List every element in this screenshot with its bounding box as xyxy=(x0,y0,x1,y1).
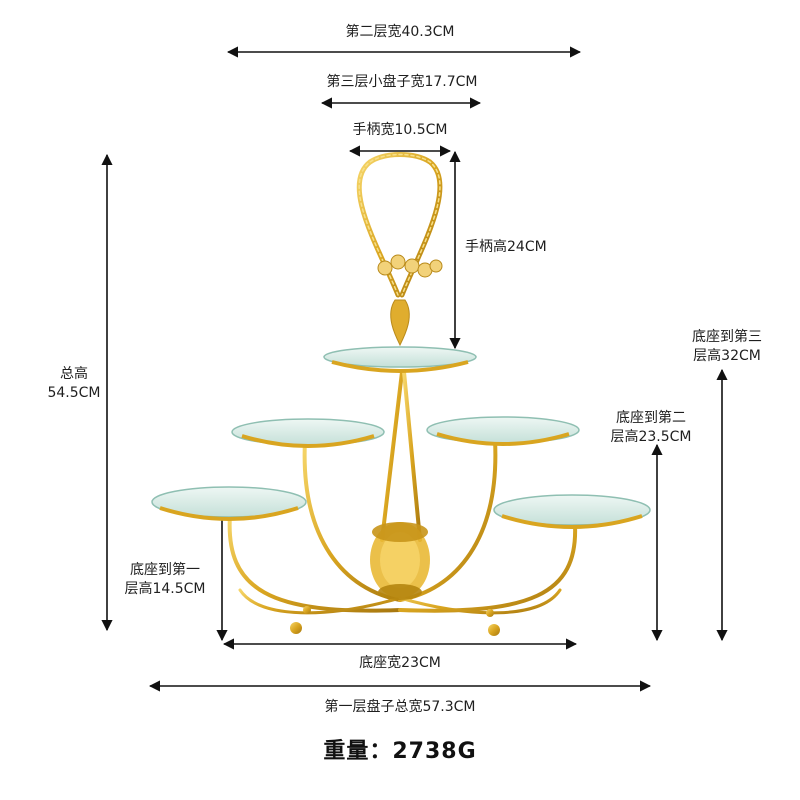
base-arc-left xyxy=(238,588,402,615)
arm-layer1-right xyxy=(398,523,578,613)
handle-width-label: 手柄宽10.5CM xyxy=(352,122,448,138)
central-ornament xyxy=(370,522,430,600)
foot-mid-left xyxy=(303,606,311,614)
base-to-layer2-label-line2: 层高23.5CM xyxy=(610,429,692,445)
layer2-width-label: 第二层宽40.3CM xyxy=(345,24,455,40)
foot-right xyxy=(488,624,500,636)
foot-left xyxy=(290,622,302,634)
plate-layer2-left xyxy=(231,418,385,448)
total-height-label-line2: 54.5CM xyxy=(47,385,101,401)
base-width-label: 底座宽23CM xyxy=(359,655,441,671)
layer1-total-width-label: 第一层盘子总宽57.3CM xyxy=(324,699,476,715)
base-arc-right xyxy=(398,588,562,615)
base-to-layer1-label-line1: 底座到第一 xyxy=(130,562,200,578)
plate-layer3 xyxy=(323,346,477,373)
layer3-plate-width-label: 第三层小盘子宽17.7CM xyxy=(326,74,478,90)
base-to-layer3-label: 底座到第三 层高32CM xyxy=(672,328,782,366)
base-to-layer2-label-line1: 底座到第二 xyxy=(616,410,686,426)
handle-loop-twist xyxy=(358,153,441,296)
foot-mid-right xyxy=(486,609,494,617)
dimension-arrows xyxy=(101,46,728,692)
feet xyxy=(290,606,500,636)
plate-layer1-right xyxy=(493,494,651,529)
arm-layer1-left xyxy=(227,513,402,613)
handle-height-label: 手柄高24CM xyxy=(465,239,547,255)
base-to-layer1-label-line2: 层高14.5CM xyxy=(124,581,206,597)
base-to-layer3-label-line1: 底座到第三 xyxy=(692,329,762,345)
base-to-layer1-label: 底座到第一 层高14.5CM xyxy=(110,561,220,599)
total-height-label: 总高 54.5CM xyxy=(40,365,108,403)
plate-layer2-right xyxy=(426,416,580,446)
base-to-layer2-label: 底座到第二 层高23.5CM xyxy=(596,409,706,447)
total-height-label-line1: 总高 xyxy=(60,366,88,382)
support-rod-left xyxy=(380,370,404,542)
flower-ornament xyxy=(377,254,443,347)
plate-layer1-left xyxy=(151,486,307,521)
weight-label: 重量：2738G xyxy=(323,739,477,764)
glass-plates xyxy=(151,346,651,529)
base-to-layer3-label-line2: 层高32CM xyxy=(693,348,761,364)
support-rod-right xyxy=(402,370,422,542)
